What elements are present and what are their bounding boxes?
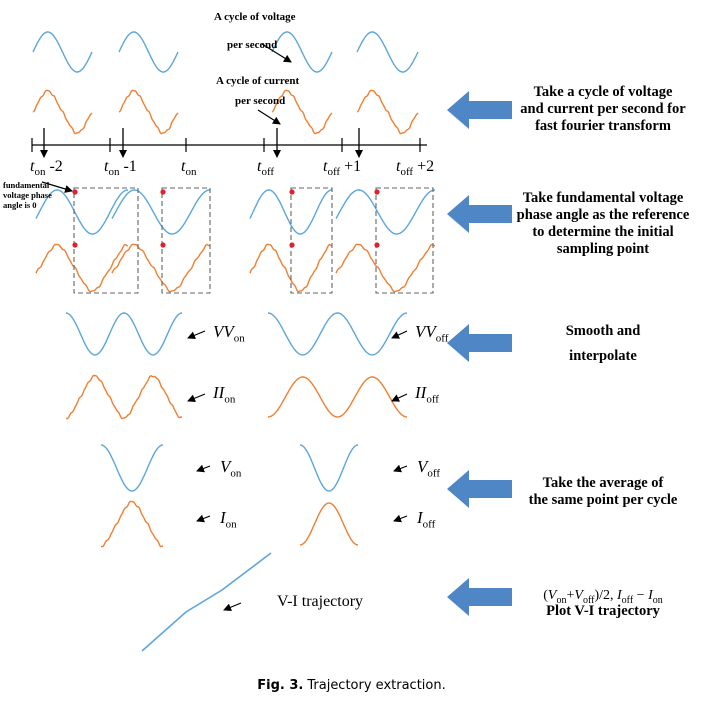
current-cycle-annotation-line2: per second: [235, 95, 286, 107]
reference-point-marker: [289, 242, 295, 248]
sampling-window-box: [290, 187, 333, 294]
sampling-window-box: [375, 187, 434, 294]
pointer-arrow: [391, 330, 408, 339]
current-cycle-annotation-line1: A cycle of current: [216, 75, 300, 87]
sampling-window-box: [73, 187, 139, 294]
pointer-arrow: [391, 393, 408, 402]
aligned-voltage-waveform: [35, 189, 129, 235]
timeline-tick-label: toff +2: [396, 158, 435, 179]
raw-current-waveform: [118, 89, 179, 135]
i-on-waveform: [100, 500, 164, 548]
step-5-text: Plot V-I trajectory: [546, 603, 660, 619]
voltage-cycle-annotation-line1: A cycle of voltage: [214, 11, 296, 23]
aligned-current-waveform: [111, 243, 211, 293]
voltage-cycle-annotation-line2: per second: [227, 39, 278, 51]
raw-voltage-waveform: [356, 31, 419, 73]
process-step-arrow: [447, 470, 512, 508]
reference-point-marker: [160, 242, 166, 248]
reference-point-marker: [289, 189, 295, 195]
v-off-waveform: [299, 444, 359, 492]
pointer-arrow: [187, 330, 206, 340]
step-5-formula: (Von+Voff)/2, Ioff − Ion: [543, 588, 663, 606]
label-i-on: Ion: [220, 508, 237, 531]
aligned-voltage-waveform: [335, 189, 436, 235]
reference-note-line2: voltage phase: [3, 190, 52, 200]
label-ii-on: IIon: [213, 383, 236, 406]
reference-note-line3: angle is 0: [3, 200, 37, 210]
trajectory-label: V-I trajectory: [277, 593, 364, 610]
pointer-arrow: [187, 393, 206, 403]
aligned-current-waveform: [249, 243, 333, 293]
label-i-off: Ioff: [417, 508, 436, 531]
pointer-arrow: [393, 514, 408, 523]
pointer-arrow: [196, 514, 211, 523]
reference-note-line1: fundamental: [3, 180, 50, 190]
timeline-tick-label: ton -1: [104, 158, 137, 179]
raw-current-waveform: [32, 89, 93, 135]
pointer-arrow: [257, 109, 281, 125]
raw-voltage-waveform: [271, 31, 333, 73]
process-step-arrow: [447, 324, 512, 362]
timeline-tick-label: toff: [257, 158, 275, 179]
aligned-voltage-waveform: [111, 189, 211, 235]
label-v-on: Von: [220, 457, 242, 480]
raw-voltage-waveform: [118, 31, 179, 73]
raw-voltage-waveform: [32, 31, 93, 73]
sampling-window-box: [161, 187, 211, 294]
vi-trajectory-line: [141, 552, 272, 652]
aligned-current-waveform: [35, 243, 129, 293]
vv-on-waveform: [65, 312, 183, 356]
ii-off-waveform: [267, 376, 408, 418]
raw-current-waveform: [356, 89, 419, 135]
pointer-arrow: [223, 602, 242, 612]
reference-point-marker: [374, 189, 380, 195]
label-ii-off: IIoff: [415, 383, 439, 406]
label-v-off: Voff: [417, 457, 441, 480]
label-vv-off: VVoff: [415, 322, 449, 345]
pointer-arrow: [196, 464, 211, 473]
process-step-arrow: [447, 578, 512, 616]
label-vv-on: VVon: [213, 322, 245, 345]
timeline-tick-label: ton -2: [30, 158, 63, 179]
reference-point-marker: [72, 189, 78, 195]
ii-on-waveform: [65, 374, 183, 420]
reference-point-marker: [72, 242, 78, 248]
process-step-arrow: [447, 91, 512, 129]
pointer-arrow: [261, 43, 292, 63]
timeline-tick-label: ton: [181, 158, 197, 179]
vv-off-waveform: [267, 312, 408, 356]
timeline-tick-label: toff +1: [323, 158, 362, 179]
pointer-arrow: [393, 464, 408, 473]
aligned-current-waveform: [335, 243, 436, 293]
v-on-waveform: [100, 444, 164, 492]
reference-point-marker: [374, 242, 380, 248]
reference-point-marker: [160, 189, 166, 195]
raw-current-waveform: [271, 89, 333, 135]
i-off-waveform: [299, 502, 359, 546]
pointer-arrow: [41, 181, 73, 193]
aligned-voltage-waveform: [249, 189, 333, 235]
figure-caption: Fig. 3.Trajectory extraction.: [257, 678, 446, 693]
process-step-arrow: [447, 195, 512, 233]
